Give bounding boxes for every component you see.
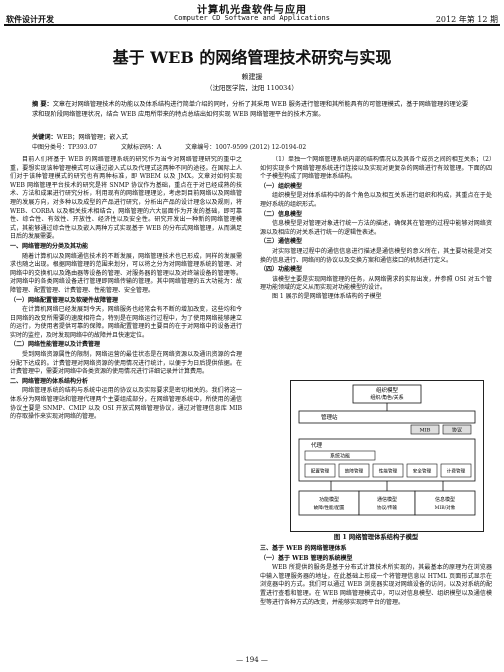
journal-name: 计算机光盘软件与应用 [197,5,307,16]
paragraph: （1）单独一个网络管理系统内部的结构情况以及其各个成员之间的相互关系；（2）如何… [260,156,492,181]
journal-name-en: Computer CD Software and Applications [174,14,330,22]
article-id: 文章编号：1007-9599 (2012) 12-0194-02 [185,144,307,151]
keywords-label: 关键词： [32,134,57,141]
paragraph: 图 1 展示的是网络管理体系结构的子模型 [272,292,382,300]
article-title: 基于 WEB 的网络管理技术研究与实现 [112,48,392,67]
paragraph: 信息模型是对管理对象进行统一方法的描述，确保其在管理的过程中能够对网络资源以及相… [260,220,492,236]
paragraph: 受到网络资源属性的限制，网络运营的最佳状态是在网络资源以及通讯资源的合理分配下达… [10,351,242,376]
protocol-label: 协议 [452,427,462,434]
paragraph: 对实际管理过程中的通信信息进行描述是通信模型的意义所在，其主要功能是对交换的信息… [260,247,492,264]
comm-model-sub: 协议/传输 [377,504,397,511]
issue-number: 2012 年第 12 期 [435,15,498,24]
paragraph: 该模型主要是实现网络管理的任务，从网络需求的实际出发，并参照 OSI 对五个管理… [260,275,492,292]
classification: 中图分类号：TP393.07 文献标识码：A 文章编号：1007-9599 (2… [32,142,472,151]
page-header: 计算机光盘软件与应用 软件设计开发 Computer CD Software a… [0,0,504,26]
architecture-figure: 组织模型 组织/角色/关系 管理站 MIB 协议 代理 系统功能 配置管理 故障管… [290,380,484,532]
paragraph: 组织模型是对体系结构中的各个角色以及相互关系进行组织和构成，其重点在于处理好系统… [260,192,492,208]
section-heading: 一、网络管理的分类及其功能 [10,242,89,250]
paragraph: WEB 所提供的服务是基于分布式计算技术所实现的，其最基本的原理为在浏览器中输入… [260,564,492,606]
sub-function-box [304,463,336,478]
func-model-sub: 故障/性能/配置 [314,504,345,511]
org-model-sub: 组织/角色/关系 [370,394,403,401]
keywords-text: WEB；网络管理；嵌入式 [56,134,128,141]
section-heading: （二）信息模型 [260,210,303,218]
paragraph: 随着计算机以及网络通信技术的不断发展，网络管理技术也已形成，同样的发展需求也随之… [10,252,242,294]
comm-model-box [358,490,416,516]
paragraph: 目前人们将基于 WEB 的网络管理系统的研究作为当今对网络管理研究的重中之重，要… [10,156,242,241]
paragraph: 在计算机网络已经发展到今天，网络服务也经常会有不断的增加改变，这些均和今日网络的… [10,306,242,339]
sub-function-label: 性能管理 [379,468,398,475]
section-heading: （一）组织模型 [260,182,303,190]
page-number: — 194 — [236,656,268,664]
function-label: 系统功能 [330,453,350,460]
sub-function-box [338,463,370,478]
abstract-label: 摘 要： [32,101,53,108]
func-model-box [298,490,360,516]
clc-number: 中图分类号：TP393.07 [32,144,98,151]
doc-code: 文献标识码：A [120,144,162,151]
section-heading: （一）基于 WEB 管理的系统模型 [260,554,353,562]
architecture-diagram: 组织模型 组织/角色/关系 管理站 MIB 协议 代理 系统功能 配置管理 故障管… [298,384,476,516]
right-column-lower: 三、基于 WEB 的网络管理体系 （一）基于 WEB 管理的系统模型 WEB 所提供… [260,544,492,607]
protocol-tag [442,424,472,435]
section-heading: 三、基于 WEB 的网络管理体系 [260,545,347,552]
agent-label: 代理 [311,441,323,449]
manager-box [298,410,476,424]
section-heading: （二）网络性能管理以及计费管理 [10,341,101,349]
section-heading: （四）功能模型 [260,266,303,274]
section-heading: （一）网络配置管理以及软硬件故障管理 [10,296,119,304]
sub-function-label: 故障管理 [345,468,364,475]
info-model-title: 信息模型 [435,496,455,503]
header-rule [4,24,500,26]
comm-model-title: 通信模型 [377,496,397,503]
sub-function-label: 安全管理 [413,468,432,475]
abstract-text: 文章在对网络管理技术的功能以及体系结构进行简单介绍的同时，分析了其采用 WEB … [32,101,469,118]
figure-caption: 图 1 网络管理体系结构子模型 [333,534,419,541]
org-model-title: 组织模型 [376,386,399,394]
affiliation: （沈阳医学院，沈阳 110034） [206,84,298,92]
left-column: 目前人们将基于 WEB 的网络管理系统的研究作为当今对网络管理研究的重中之重，要… [10,156,242,422]
keywords: 关键词：WEB；网络管理；嵌入式 [32,132,128,141]
abstract: 摘 要：文章在对网络管理技术的功能以及体系结构进行简单介绍的同时，分析了其采用 … [32,100,472,120]
sub-function-boxes: 配置管理 故障管理 性能管理 安全管理 计费管理 [304,463,472,478]
sub-function-box [406,463,438,478]
right-column: （1）单独一个网络管理系统内部的结构情况以及其各个成员之间的相互关系；（2）如何… [260,156,492,302]
function-box [304,450,376,461]
mib-label: MIB [420,428,431,434]
sub-function-label: 计费管理 [447,468,466,475]
section-name: 软件设计开发 [6,14,54,24]
sub-function-label: 配置管理 [311,468,330,475]
info-model-box [414,490,476,516]
mib-tag [410,424,440,435]
info-model-sub: MIB/对象 [435,504,456,511]
section-heading: （三）通信模型 [260,238,303,246]
sub-function-box [372,463,404,478]
manager-label: 管理站 [321,413,338,421]
author: 赖建援 [241,73,263,81]
sub-function-box [440,463,472,478]
func-model-title: 功能模型 [319,496,339,503]
paragraph: 网络管理系统的结构与系统中运用的协议以及实际要求是密切相关的。我们将这一体系分为… [10,387,242,421]
section-heading: 二、网络管理的体系结构分析 [10,377,89,385]
